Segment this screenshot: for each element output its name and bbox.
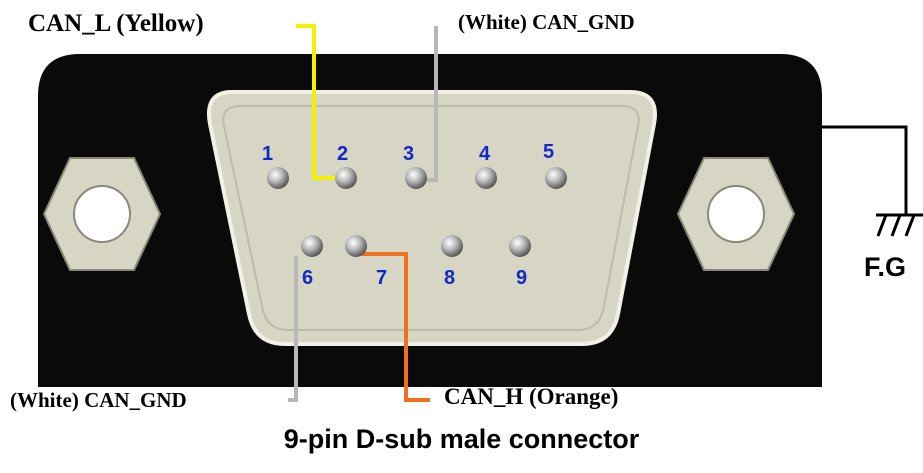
pin-number-1: 1	[262, 143, 273, 165]
pin-6	[301, 235, 323, 257]
pin-9	[509, 235, 531, 257]
diagram-caption: 9-pin D-sub male connector	[283, 424, 640, 454]
pin-3	[405, 167, 427, 189]
pin-number-4: 4	[479, 143, 491, 165]
pin-number-9: 9	[516, 267, 527, 289]
d-sub-shell	[207, 90, 657, 346]
pin-number-7: 7	[376, 267, 387, 289]
can-l-yellow-wire	[296, 24, 336, 180]
bottom-row-pins	[301, 235, 531, 257]
frame-ground-wire	[822, 125, 908, 215]
pin-8	[441, 235, 463, 257]
can-gnd-bottom-label: (White) CAN_GND	[10, 388, 187, 412]
can-gnd-bottom-white-wire	[288, 256, 298, 402]
pin-2	[335, 167, 357, 189]
top-row-pins	[267, 167, 567, 189]
pin-number-8: 8	[444, 267, 455, 289]
can-h-orange-wire	[360, 252, 430, 402]
right-mounting-nut	[676, 157, 796, 271]
frame-ground-label: F.G	[864, 252, 907, 282]
pin-4	[475, 167, 497, 189]
pin-number-3: 3	[403, 143, 414, 165]
can-h-label: CAN_H (Orange)	[444, 384, 619, 409]
pin-number-5: 5	[543, 141, 554, 163]
can-gnd-top-label: (White) CAN_GND	[458, 10, 635, 34]
pin-number-6: 6	[302, 267, 313, 289]
ground-symbol-icon	[876, 214, 916, 237]
pin-7	[345, 235, 367, 257]
can-l-label: CAN_L (Yellow)	[28, 10, 204, 37]
pin-5	[545, 167, 567, 189]
pin-numbers: 1 2 3 4 5 6 7 8 9	[262, 141, 554, 289]
pin-1	[267, 167, 289, 189]
pin-number-2: 2	[337, 143, 348, 165]
left-mounting-nut	[42, 157, 162, 271]
shell-inner-rim	[222, 105, 640, 331]
